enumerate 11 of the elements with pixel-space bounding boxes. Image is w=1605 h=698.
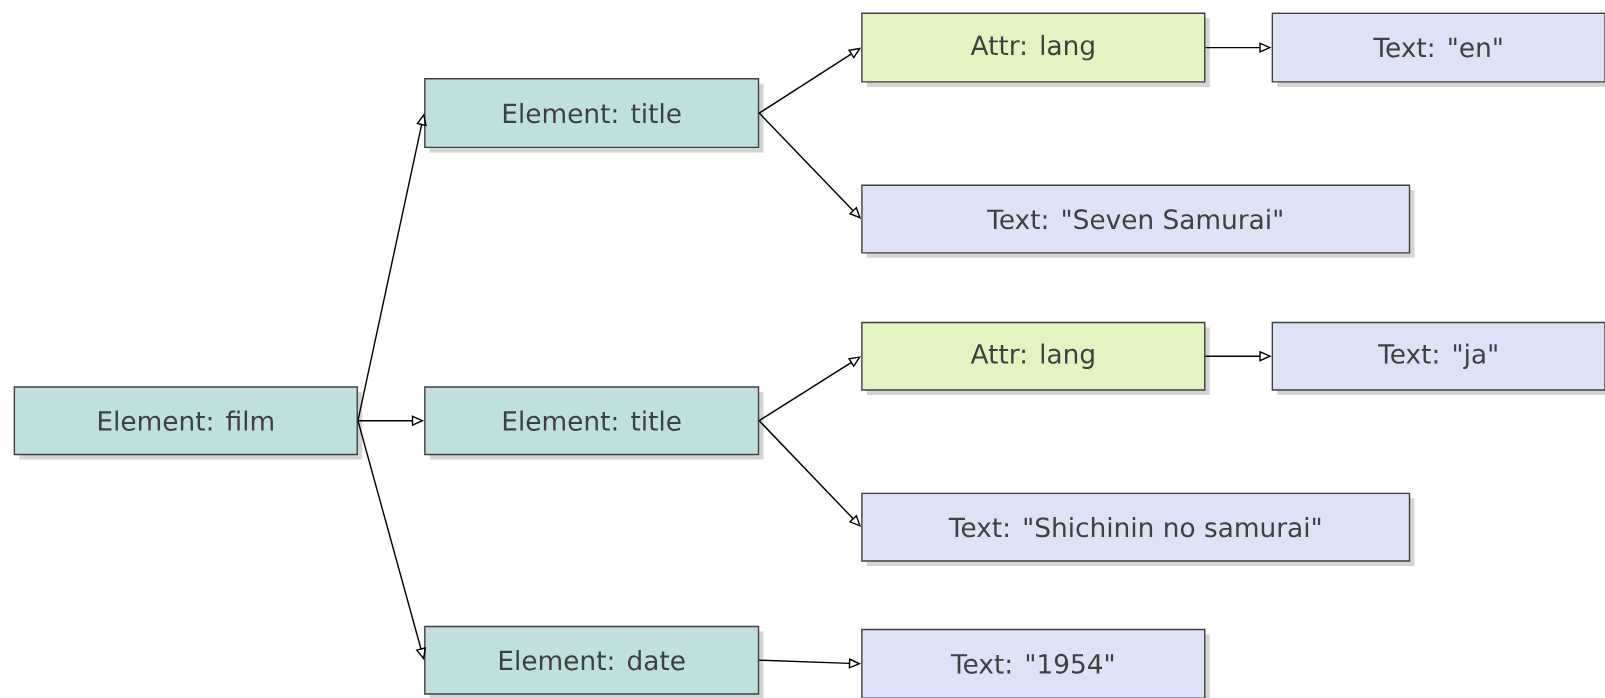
element-box: Element: film (13, 386, 363, 460)
text-box: Text: "en" (1271, 12, 1605, 87)
text-box: Text: "1954" (861, 628, 1210, 698)
element-box: Element: date (424, 625, 764, 698)
attribute-box: Attr: lang (861, 321, 1210, 395)
text-box: Text: "Seven Samurai" (861, 184, 1415, 258)
text-box: Text: "ja" (1271, 321, 1605, 395)
attribute-box: Attr: lang (861, 12, 1210, 87)
element-box: Element: title (424, 78, 764, 153)
element-box: Element: title (424, 386, 764, 460)
text-box: Text: "Shichinin no samurai" (861, 492, 1415, 566)
